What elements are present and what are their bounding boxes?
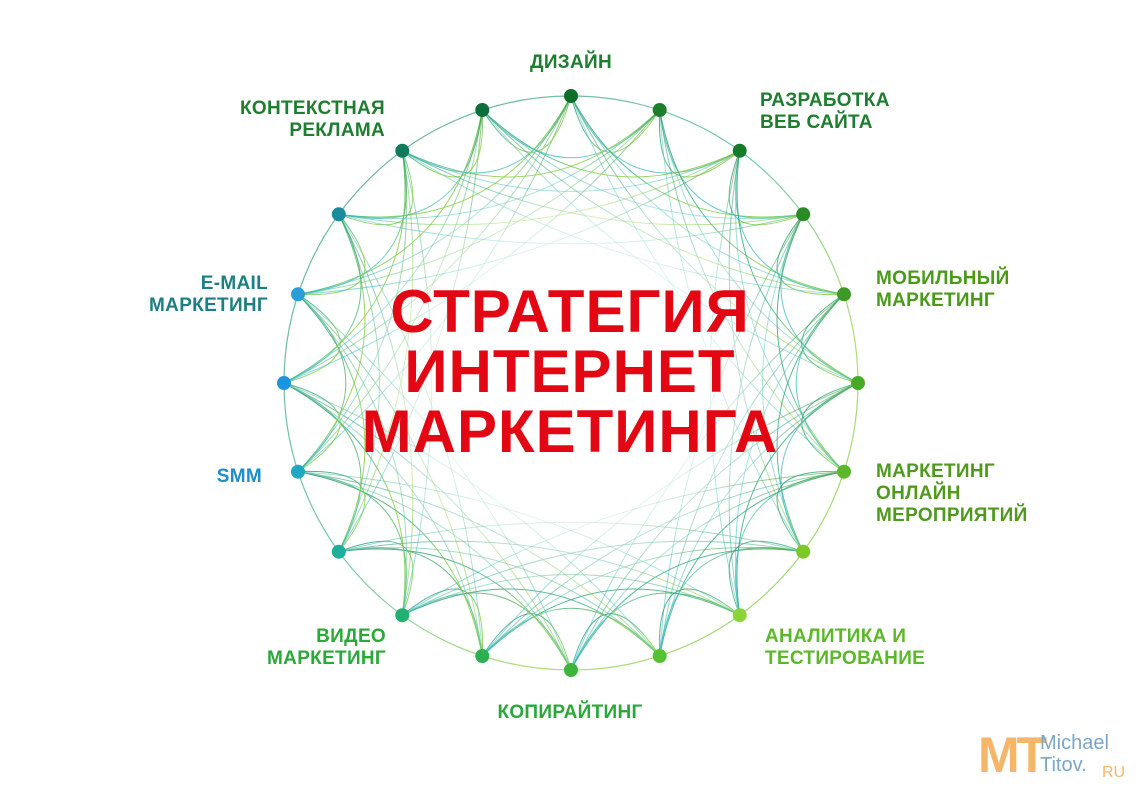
connection-line <box>481 607 661 657</box>
connection-line <box>402 95 572 174</box>
connection-line <box>728 540 804 616</box>
connection-line <box>801 382 859 473</box>
label-context-advertising: КОНТЕКСТНАЯ РЕКЛАМА <box>240 98 385 141</box>
connection-line <box>780 382 859 552</box>
node-dot <box>796 544 811 559</box>
connection-line <box>659 547 804 657</box>
connection-line <box>659 109 804 219</box>
center-title: СТРАТЕГИЯ ИНТЕРНЕТ МАРКЕТИНГА <box>361 278 779 465</box>
connection-line <box>283 293 341 384</box>
node-dot <box>331 207 346 222</box>
connection-line <box>795 293 845 473</box>
label-web-development: РАЗРАБОТКА ВЕБ САЙТА <box>760 90 890 133</box>
connection-line <box>735 150 845 295</box>
label-email-marketing: E-MAIL МАРКЕТИНГ <box>149 273 268 316</box>
node-dot <box>475 103 490 117</box>
connection-line <box>297 150 407 295</box>
connection-line <box>658 109 741 178</box>
connection-line <box>481 95 572 153</box>
label-copywriting: КОПИРАЙТИНГ <box>497 702 643 723</box>
connection-line <box>338 150 414 226</box>
label-design: ДИЗАЙН <box>530 52 612 73</box>
connection-line <box>780 214 859 384</box>
connection-line <box>735 471 845 616</box>
author-logo: MT Michael Titov. RU <box>978 728 1128 788</box>
node-dot <box>475 649 490 663</box>
node-dot <box>291 287 305 302</box>
node-dot <box>395 143 410 158</box>
connection-line <box>297 471 407 616</box>
center-highlight <box>356 168 786 598</box>
connection-line <box>570 95 740 174</box>
nodes-group <box>277 89 865 677</box>
connection-line <box>776 470 845 553</box>
connection-line <box>801 293 859 384</box>
connection-line <box>283 214 362 384</box>
connection-line <box>481 109 661 159</box>
node-dot <box>277 376 291 390</box>
label-online-events-marketing: МАРКЕТИНГ ОНЛАЙН МЕРОПРИЯТИЙ <box>876 461 1028 526</box>
connection-line <box>297 293 347 473</box>
connection-line <box>658 588 741 657</box>
connection-line <box>402 592 572 671</box>
connection-line <box>297 213 366 296</box>
connection-line <box>338 109 483 219</box>
connection-line <box>338 547 483 657</box>
node-dot <box>652 649 667 663</box>
connection-line <box>283 382 362 552</box>
connection-line <box>728 150 804 226</box>
logo-domain-suffix: RU <box>1102 764 1126 781</box>
node-dot <box>564 89 578 103</box>
node-dot <box>732 143 747 158</box>
node-dot <box>564 663 578 677</box>
node-dot <box>851 376 865 390</box>
connection-line <box>570 592 740 671</box>
node-dot <box>395 608 410 623</box>
connection-line <box>338 540 414 616</box>
connection-line <box>283 382 341 473</box>
logo-mark: MT <box>978 727 1047 783</box>
logo-name: Michael Titov. <box>1040 732 1109 776</box>
label-mobile-marketing: МОБИЛЬНЫЙ МАРКЕТИНГ <box>876 268 1010 311</box>
node-dot <box>291 464 305 479</box>
connection-line <box>297 470 366 553</box>
node-dot <box>837 464 851 479</box>
label-video-marketing: ВИДЕО МАРКЕТИНГ <box>267 626 386 669</box>
node-dot <box>837 287 851 302</box>
node-dot <box>732 608 747 623</box>
node-dot <box>331 544 346 559</box>
connection-line <box>481 613 572 671</box>
connection-line <box>776 213 845 296</box>
label-analytics-testing: АНАЛИТИКА И ТЕСТИРОВАНИЕ <box>765 626 926 669</box>
connection-line <box>401 588 484 657</box>
node-dot <box>652 103 667 117</box>
node-dot <box>796 207 811 222</box>
connection-line <box>401 109 484 178</box>
connection-line <box>570 613 661 671</box>
connection-line <box>570 95 661 153</box>
label-smm: SMM <box>216 466 262 487</box>
